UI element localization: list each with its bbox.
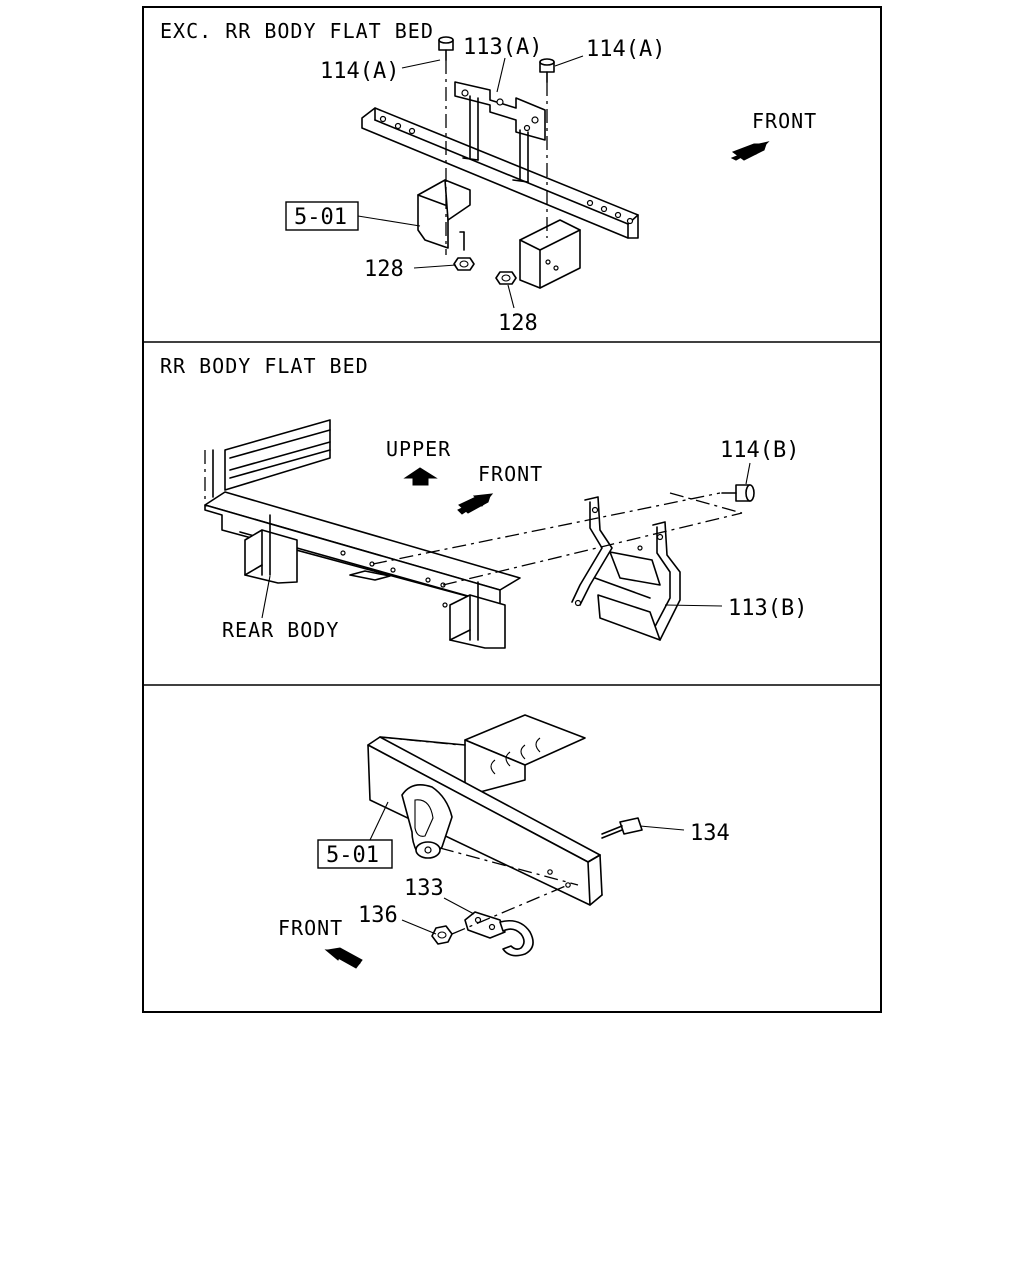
bolt-134 — [601, 817, 643, 839]
upper-label: UPPER — [386, 437, 451, 461]
callout-113b: 113(B) — [728, 596, 807, 621]
callout-128-left: 128 — [364, 257, 404, 282]
panel-middle-heading: RR BODY FLAT BED — [160, 354, 369, 378]
callout-113a: 113(A) — [463, 35, 542, 60]
panel-top-heading: EXC. RR BODY FLAT BED — [160, 19, 434, 43]
bolt-114b — [721, 484, 755, 502]
bracket-113b — [571, 496, 681, 641]
ref-label-5-01-bottom: 5-01 — [326, 843, 379, 868]
ref-box-5-01-bottom — [317, 839, 393, 869]
callout-114b: 114(B) — [720, 438, 799, 463]
nut-128-bottom — [495, 271, 517, 285]
tow-hook-133 — [464, 911, 534, 957]
callout-114a-right: 114(A) — [586, 37, 665, 62]
callout-rear-body: REAR BODY — [222, 618, 339, 642]
body-bracket-right — [449, 581, 506, 649]
frame-rail-left — [417, 179, 471, 251]
bracket-113a — [454, 81, 546, 183]
frame-cross-rail — [464, 714, 586, 793]
upper-arrow — [403, 467, 438, 486]
rear-body — [204, 419, 331, 500]
tow-bracket — [401, 784, 453, 859]
callout-133: 133 — [404, 876, 444, 901]
bolt-114a-left — [438, 36, 454, 61]
panel-middle: RR BODY FLAT BED — [160, 354, 807, 649]
front-label-top: FRONT — [752, 109, 817, 133]
front-arrow-middle — [457, 493, 494, 515]
callout-136: 136 — [358, 903, 398, 928]
bolt-114a-right — [539, 58, 555, 83]
diagram-frame — [142, 6, 882, 1013]
nut-136 — [431, 925, 453, 945]
front-arrow-bottom — [324, 947, 363, 969]
front-label-bottom: FRONT — [278, 916, 343, 940]
front-arrow-top — [730, 141, 770, 161]
rear-crossmember — [361, 107, 639, 239]
nut-128-left — [453, 257, 475, 271]
callout-114a-left: 114(A) — [320, 59, 399, 84]
callout-134: 134 — [690, 821, 730, 846]
callout-128-bottom: 128 — [498, 311, 538, 336]
front-label-middle: FRONT — [478, 462, 543, 486]
frame-rail-right — [519, 219, 581, 289]
panel-bottom: FRONT 5-01 134 133 136 — [278, 714, 730, 969]
body-bracket-left — [244, 514, 298, 584]
panel-top: EXC. RR BODY FLAT BED — [160, 19, 817, 336]
ref-label-5-01-top: 5-01 — [294, 205, 347, 230]
